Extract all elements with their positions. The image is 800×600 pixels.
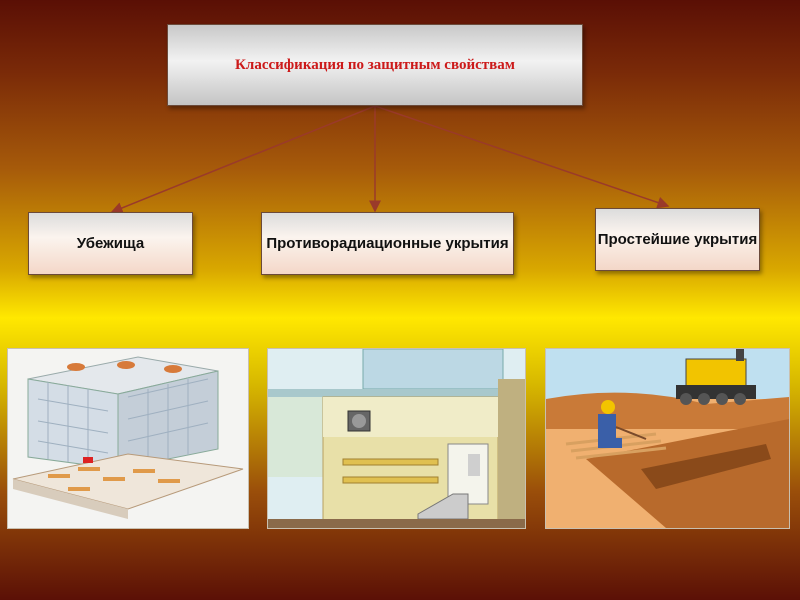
- category-label-simple-shelters: Простейшие укрытия: [597, 231, 758, 248]
- category-box-shelters: Убежища: [28, 212, 193, 275]
- radiation-shelter-image: [267, 348, 526, 529]
- arrow-to-shelters: [110, 105, 376, 214]
- category-label-radiation-shelters: Противорадиационные укрытия: [266, 235, 509, 252]
- category-box-simple-shelters: Простейшие укрытия: [595, 208, 760, 271]
- arrow-to-simple-shelters: [374, 105, 670, 209]
- shelter-building-image: [7, 348, 249, 529]
- category-box-radiation-shelters: Противорадиационные укрытия: [261, 212, 514, 275]
- classification-title-box: Классификация по защитным свойствам: [167, 24, 583, 106]
- simple-shelter-image: [545, 348, 790, 529]
- classification-title: Классификация по защитным свойствам: [235, 57, 515, 73]
- category-label-shelters: Убежища: [76, 235, 145, 252]
